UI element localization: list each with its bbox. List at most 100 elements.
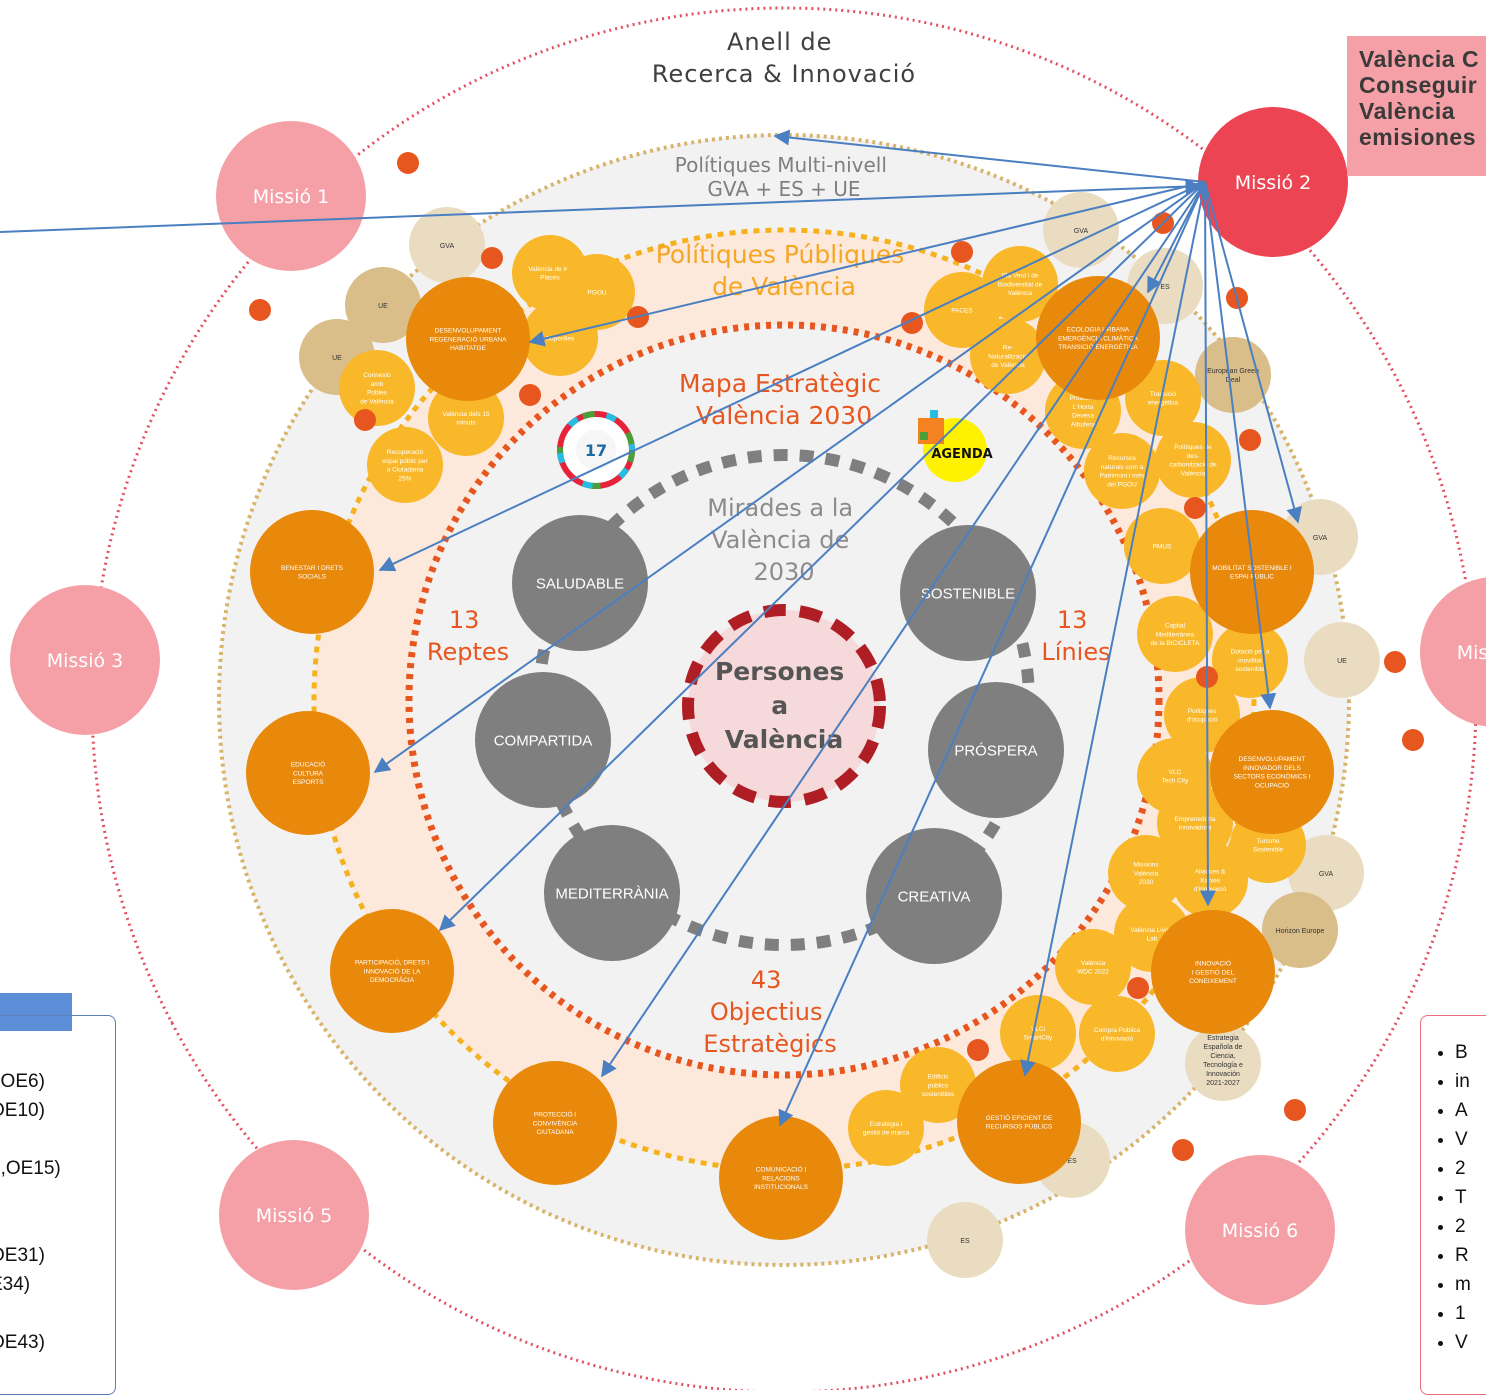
mission-2-arrow xyxy=(773,129,1206,183)
views-title-2: València de xyxy=(711,526,849,554)
view-mediterrania-label: MEDITERRÀNIA xyxy=(555,885,668,902)
mission-2-arrow xyxy=(373,181,1206,773)
policy-wdc-label: WDC 2022 xyxy=(1077,969,1109,976)
view-sostenible[interactable]: SOSTENIBLE xyxy=(900,525,1036,661)
orange-dot xyxy=(1402,729,1424,751)
view-saludable[interactable]: SALUDABLE xyxy=(512,515,648,651)
right-list-item: V xyxy=(1455,1125,1486,1154)
es-bubble: ES xyxy=(927,1202,1003,1278)
right-list-item: 2 xyxy=(1455,1154,1486,1183)
svg-text:CREATIVA: CREATIVA xyxy=(898,888,971,905)
orange-dot xyxy=(397,152,419,174)
svg-text:PMUS: PMUS xyxy=(1153,543,1172,550)
policy-aliances-label: d'innovació xyxy=(1194,886,1227,893)
gva-bubble: GVA xyxy=(1043,192,1119,268)
line-innovacio-label: CONEIXEMENT xyxy=(1189,978,1237,985)
mission-4[interactable]: Missió 4 xyxy=(1420,577,1486,727)
policy-recursos-label: naturals com a xyxy=(1101,464,1144,471)
svg-text:PGOU: PGOU xyxy=(587,289,606,296)
right-list-item: in xyxy=(1455,1067,1486,1096)
line-educacio-label: CULTURA xyxy=(293,770,324,777)
policy-superilles[interactable]: Superilles xyxy=(522,300,598,376)
policy-proteccio-horta-label: L'Horta xyxy=(1073,404,1094,411)
policy-pmus[interactable]: PMUS xyxy=(1124,508,1200,584)
ue-bubble: UE xyxy=(345,267,421,343)
right-list-item: m xyxy=(1455,1270,1486,1299)
svg-text:ES: ES xyxy=(960,1238,970,1245)
mission-1[interactable]: Missió 1 xyxy=(216,121,366,271)
policy-connexio-label: amb xyxy=(371,381,384,388)
policy-missions-vlc-label: 2030 xyxy=(1139,879,1154,886)
policy-connexio-label: de València xyxy=(360,398,394,405)
line-benestar-label: SOCIALS xyxy=(298,574,327,581)
objectius-count: 43 xyxy=(751,966,782,994)
line-comunicacio-label: INSTITUCIONALS xyxy=(754,1184,808,1191)
view-prospera[interactable]: PRÓSPERA xyxy=(928,682,1064,818)
center-circle xyxy=(682,604,886,808)
line-desenvolupament-label: DESENVOLUPAMENT xyxy=(435,328,502,335)
mission-5[interactable]: Missió 5 xyxy=(219,1140,369,1290)
svg-text:COMPARTIDA: COMPARTIDA xyxy=(494,732,593,749)
policy-edificis-label: públics xyxy=(928,1082,949,1089)
view-creativa[interactable]: CREATIVA xyxy=(866,828,1002,964)
view-mediterrania[interactable]: MEDITERRÀNIA xyxy=(544,825,680,961)
mission-2[interactable]: Missió 2 xyxy=(1198,107,1348,257)
policy-paces[interactable]: PACES xyxy=(924,272,1000,348)
orange-dot xyxy=(1172,1139,1194,1161)
view-compartida[interactable]: COMPARTIDA xyxy=(475,672,611,808)
strategic-title-2: València 2030 xyxy=(696,401,872,430)
reptes-label: Reptes xyxy=(427,638,509,666)
left-list-item xyxy=(0,1125,115,1154)
line-proteccio-label: CIUTADANA xyxy=(536,1129,574,1136)
mission-2-arrow xyxy=(778,181,1206,1127)
policy-renaturalitzacio-label: Naturalització xyxy=(988,353,1028,360)
policy-pgou-label: PGOU xyxy=(587,289,606,296)
mission-6[interactable]: Missió 6 xyxy=(1185,1155,1335,1305)
research-title-1: Anell de xyxy=(727,28,832,56)
left-list-item xyxy=(0,1299,115,1328)
policy-proteccio-horta-label: Devesa xyxy=(1072,413,1094,420)
mission-3[interactable]: Missió 3 xyxy=(10,585,160,735)
mission-1-label: Missió 1 xyxy=(253,186,330,208)
line-gestio-label: GESTIÓ EFICIENT DE xyxy=(986,1113,1053,1122)
view-sostenible-label: SOSTENIBLE xyxy=(921,585,1015,602)
